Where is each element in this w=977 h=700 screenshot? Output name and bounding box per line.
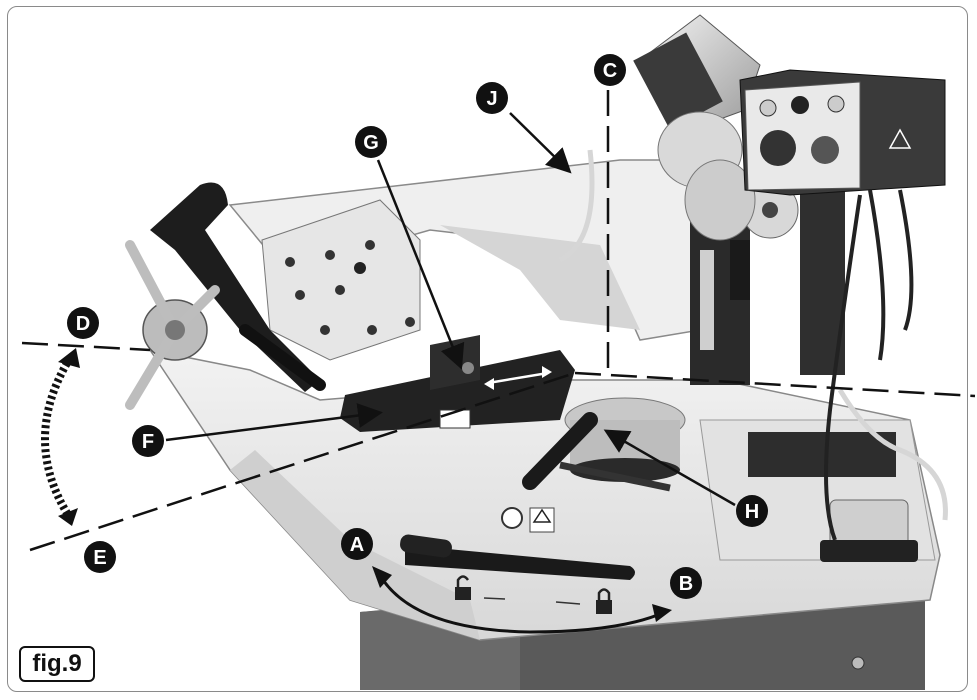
double-arrow-icon [484, 366, 552, 390]
bow-handle [150, 182, 326, 392]
saw-bow [228, 159, 721, 361]
unlock-icon [455, 575, 471, 600]
callout-b: B [670, 567, 702, 599]
callout-a-letter: A [350, 534, 364, 556]
callout-e: E [84, 541, 116, 573]
coolant-hose [558, 149, 948, 521]
angle-arc-d-e [41, 355, 74, 521]
callout-e-letter: E [93, 547, 106, 569]
callout-h: H [736, 495, 768, 527]
motor [633, 14, 761, 241]
lock-icon [596, 588, 612, 614]
cables [824, 189, 914, 541]
callout-j-letter: J [486, 88, 497, 110]
swivel-arrowhead-a [372, 566, 392, 588]
arc-arrowhead-bottom [58, 508, 78, 526]
vise-handwheel [125, 240, 220, 410]
vise-jaw [340, 335, 575, 432]
leader-lines [165, 112, 736, 507]
callout-c: C [594, 54, 626, 86]
callout-j: J [476, 82, 508, 114]
callout-h-letter: H [745, 501, 759, 523]
callout-d-letter: D [76, 313, 90, 335]
reference-lines [21, 90, 976, 552]
callout-c-letter: C [603, 60, 617, 82]
figure-label: fig.9 [19, 646, 95, 682]
arc-arrowhead-top [58, 348, 80, 368]
callout-b-letter: B [679, 573, 693, 595]
swivel-arrowhead-b [652, 604, 672, 622]
callout-d: D [67, 307, 99, 339]
callout-f: F [132, 425, 164, 457]
callout-a: A [341, 528, 373, 560]
callout-g: G [355, 126, 387, 158]
warning-triangle-icon [501, 507, 555, 533]
callout-g-letter: G [363, 132, 379, 154]
coolant-pump [820, 499, 918, 562]
callout-f-letter: F [142, 431, 154, 453]
swivel-arrow-a-b [376, 571, 666, 634]
control-panel [739, 69, 946, 196]
swivel-lock-lever [522, 412, 671, 492]
